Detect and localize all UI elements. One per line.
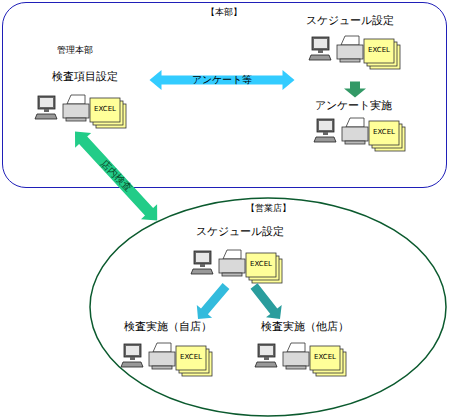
node-label: 検査実施（自店）	[115, 321, 220, 334]
node-label: 【営業店】	[89, 203, 447, 213]
pc-icon	[35, 95, 126, 128]
block-arrow	[75, 132, 157, 221]
node-label: スケジュール設定	[295, 15, 405, 28]
pc-icon	[255, 343, 346, 376]
group-heading: 管理本部	[45, 45, 105, 55]
file-label: EXCEL	[364, 46, 394, 55]
pc-icon	[191, 250, 282, 283]
block-arrow	[344, 82, 366, 98]
region-box: 【本部】管理本部検査項目設定スケジュール設定アンケート実施	[2, 2, 447, 188]
terminal-group: スケジュール設定	[295, 12, 405, 82]
ellipse-shape	[90, 198, 446, 416]
terminal-group: 検査実施（他店）	[250, 319, 360, 381]
pc-icon	[314, 118, 405, 151]
pc-icon	[121, 343, 212, 376]
region-ellipse: 【営業店】スケジュール設定検査実施（自店） 検査実施（他店）	[89, 197, 447, 417]
file-label: EXCEL	[310, 353, 340, 362]
file-label: EXCEL	[246, 260, 276, 269]
block-arrow	[197, 283, 230, 319]
node-label: スケジュール設定	[190, 226, 290, 239]
block-arrow	[150, 70, 295, 90]
block-arrow	[251, 283, 282, 319]
file-label: EXCEL	[90, 105, 120, 114]
node-label: アンケート実施	[298, 100, 410, 113]
node-label: 検査実施（他店）	[250, 321, 360, 334]
pc-icon	[309, 36, 400, 69]
terminal-group: アンケート実施	[298, 98, 410, 158]
file-label: EXCEL	[176, 353, 206, 362]
arrow-label: 店内検査	[98, 158, 135, 195]
terminal-group: スケジュール設定	[190, 224, 290, 286]
terminal-group: 管理本部検査項目設定	[20, 42, 150, 132]
arrow-label: アンケート等	[192, 74, 252, 86]
terminal-group: 検査実施（自店）	[115, 319, 220, 381]
node-label: 検査項目設定	[20, 71, 150, 84]
file-label: EXCEL	[369, 128, 399, 137]
